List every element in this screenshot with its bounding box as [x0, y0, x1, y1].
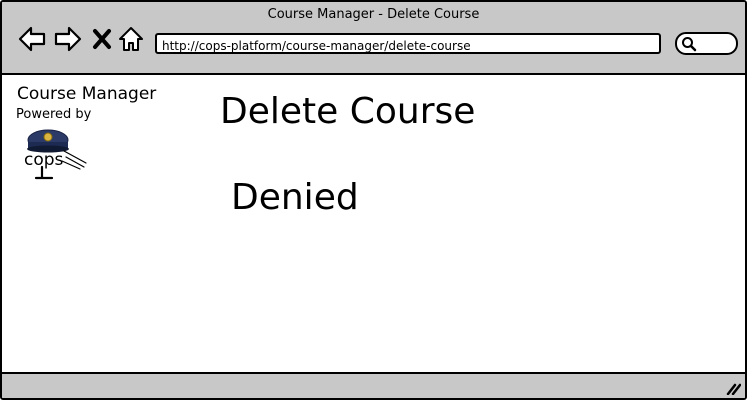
url-input[interactable] [157, 38, 657, 55]
search-icon [682, 37, 697, 52]
home-icon [119, 27, 143, 51]
arrow-right-icon [54, 26, 82, 52]
address-bar[interactable] [155, 33, 661, 55]
page-content: Course Manager Powered by cops Delete Co… [2, 75, 745, 372]
page-title: Delete Course [220, 91, 476, 132]
close-icon [93, 29, 111, 49]
police-cap-icon: cops [24, 129, 87, 180]
search-field[interactable] [675, 32, 738, 55]
back-button[interactable] [17, 24, 47, 54]
forward-button[interactable] [53, 24, 83, 54]
app-name: Course Manager [17, 84, 157, 104]
home-button[interactable] [118, 24, 144, 54]
status-message: Denied [231, 177, 359, 218]
logo-text: cops [24, 150, 64, 170]
stop-button[interactable] [91, 24, 113, 54]
window-title: Course Manager - Delete Course [267, 7, 480, 22]
status-bar [2, 372, 745, 398]
arrow-left-icon [18, 26, 46, 52]
cops-logo: cops [22, 127, 90, 187]
resize-grip-icon[interactable] [725, 379, 741, 395]
powered-by-label: Powered by [16, 107, 92, 122]
browser-toolbar: Course Manager - Delete Course [2, 2, 745, 75]
